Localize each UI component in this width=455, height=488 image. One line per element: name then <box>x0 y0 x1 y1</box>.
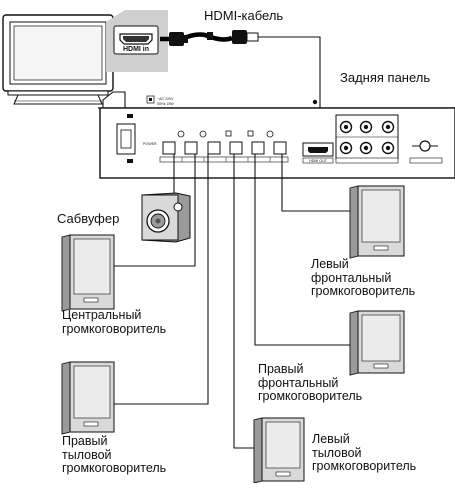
hdmi-cable-label: HDMI-кабель <box>204 8 284 23</box>
speaker-icon <box>349 310 405 376</box>
subwoofer-label: Сабвуфер <box>57 211 120 226</box>
svg-text:50Hz 15W: 50Hz 15W <box>157 102 174 106</box>
rear-left-speaker-label-line3: громкоговоритель <box>312 459 417 473</box>
rear-left-speaker-label-line1: Левый <box>312 432 350 446</box>
speaker-icon <box>61 234 115 312</box>
front-left-speaker-label-line2: фронтальный <box>311 270 392 285</box>
speaker-wires <box>112 154 352 449</box>
speaker-icon <box>349 185 405 259</box>
front-right-speaker-label-line3: громкоговоритель <box>258 389 363 403</box>
speaker-icon <box>61 361 115 435</box>
svg-text:~AC 220V: ~AC 220V <box>157 97 174 101</box>
svg-text:POWER: POWER <box>143 142 157 146</box>
rear-panel-label: Задняя панель <box>340 70 431 85</box>
speaker-icon <box>253 417 305 484</box>
subwoofer-icon <box>141 192 191 243</box>
front-left-speaker-label-line3: громкоговоритель <box>311 284 416 298</box>
rca-jacks <box>335 114 399 164</box>
svg-text:HDMI OUT: HDMI OUT <box>309 159 328 163</box>
rear-right-speaker-label: Правый тыловой громкоговоритель <box>62 434 167 476</box>
center-speaker-label: Центральный громкоговоритель <box>62 308 167 336</box>
hdmi-cable-icon <box>160 30 321 143</box>
front-right-speaker-label-line1: Правый <box>258 362 304 376</box>
hdmi-in-port: HDMI in <box>106 10 168 72</box>
hdmi-in-label: HDMI in <box>123 46 149 53</box>
front-left-speaker-label: Левый фронтальный громкоговоритель <box>311 257 416 299</box>
antenna-icon <box>409 140 443 164</box>
front-right-speaker-label: Правый фронтальный громкоговоритель <box>258 362 363 404</box>
center-speaker-label-line2: громкоговоритель <box>62 321 167 336</box>
speaker-terminals <box>159 130 289 163</box>
rear-panel: POWER ~AC 220V 50Hz 15W <box>98 91 455 179</box>
rear-left-speaker-label: Левый тыловой громкоговоритель <box>312 432 417 474</box>
rear-left-speaker-label-line2: тыловой <box>312 445 362 460</box>
tv-icon <box>2 14 114 105</box>
front-left-speaker-label-line1: Левый <box>311 257 349 271</box>
rear-right-speaker-label-line3: громкоговоритель <box>62 461 167 475</box>
rear-right-speaker-label-line1: Правый <box>62 434 108 448</box>
front-right-speaker-label-line2: фронтальный <box>258 375 339 390</box>
hdmi-port-icon <box>119 33 153 45</box>
center-speaker-label-line1: Центральный <box>62 308 142 322</box>
rear-right-speaker-label-line2: тыловой <box>62 447 112 462</box>
